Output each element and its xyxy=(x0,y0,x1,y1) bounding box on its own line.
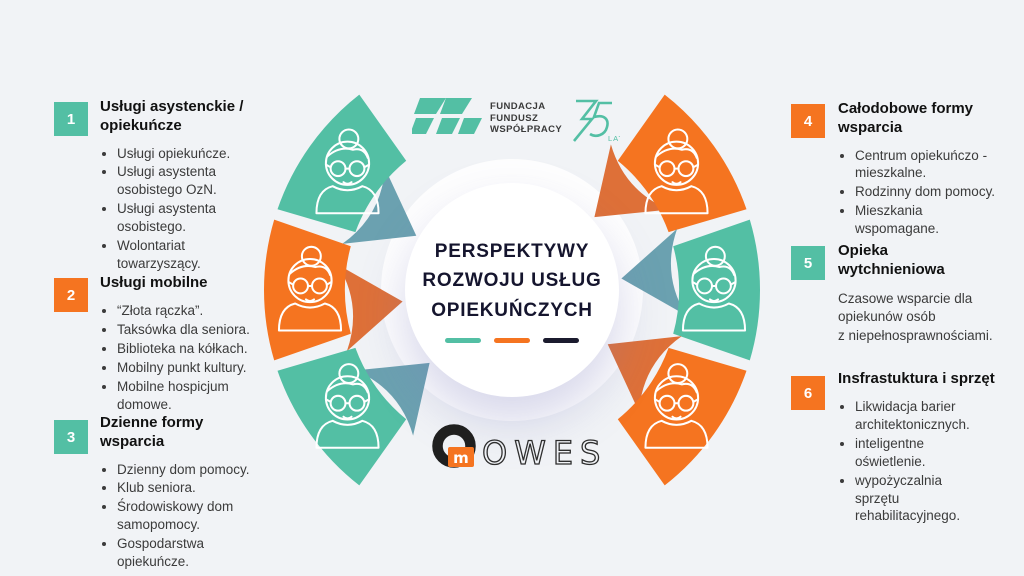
petal-middle-right-arrow xyxy=(621,228,687,316)
petal-top-left-arrow xyxy=(342,168,417,244)
list-item: Mieszkania wspomagane. xyxy=(855,202,1000,238)
section-5-badge: 5 xyxy=(791,246,825,280)
list-item: wypożyczalnia sprzętu rehabilitacyjnego. xyxy=(855,472,990,526)
dash-orange xyxy=(494,338,530,344)
petal-bottom-right-arrow xyxy=(607,336,682,412)
section-6-title: Insfrastuktura i sprzęt xyxy=(838,370,995,387)
section-5-title: Opieka wytchnieniowa xyxy=(838,242,945,278)
lat-label: LAT xyxy=(608,134,620,143)
section-1-number: 1 xyxy=(66,110,76,128)
petal-bottom-right xyxy=(607,336,747,486)
list-item: Gospodarstwa opiekuńcze. xyxy=(117,535,265,571)
list-item: Biblioteka na kółkach. xyxy=(117,340,260,358)
ffw-logo: FUNDACJA FUNDUSZ WSPÓŁPRACY LAT xyxy=(412,96,620,144)
ffw-line-3: WSPÓŁPRACY xyxy=(490,124,563,136)
ffw-bolts-icon xyxy=(412,98,482,134)
section-6: Insfrastuktura i sprzęt Likwidacja barie… xyxy=(838,370,1018,526)
section-2-badge: 2 xyxy=(54,278,88,312)
list-item: Środowiskowy dom samopomocy. xyxy=(117,498,265,534)
petal-top-right xyxy=(594,94,747,233)
section-3: Dzienne formy wsparcia Dzienny dom pomoc… xyxy=(100,414,265,572)
petal-bottom-left xyxy=(277,347,430,486)
section-5-paragraph: Czasowe wsparcie dla opiekunów osób z ni… xyxy=(838,290,993,344)
ffw-line-2: FUNDUSZ xyxy=(490,112,539,124)
dash-dark xyxy=(543,338,579,344)
section-3-badge: 3 xyxy=(54,420,88,454)
center-circle: PERSPEKTYWY ROZWOJU USŁUG OPIEKUŃCZYCH xyxy=(405,183,619,397)
section-4-list: Centrum opiekuńczo - mieszkalne. Rodzinn… xyxy=(838,147,1000,239)
section-1-badge: 1 xyxy=(54,102,88,136)
owes-logo: m OWES xyxy=(424,420,639,481)
petal-top-left xyxy=(277,94,417,244)
section-3-title: Dzienne formy wsparcia xyxy=(100,414,204,450)
list-item: Mobilny punkt kultury. xyxy=(117,359,260,377)
list-item: Rodzinny dom pomocy. xyxy=(855,183,1000,201)
section-1-title: Usługi asystenckie / opiekuńcze xyxy=(100,98,244,134)
ffw-line-1: FUNDACJA xyxy=(490,101,546,112)
petal-top-right-arrow xyxy=(594,144,669,218)
owes-mark-square xyxy=(448,447,474,467)
section-2-list: “Złota rączka”. Taksówka dla seniora. Bi… xyxy=(100,302,260,414)
petal-bottom-right-fan xyxy=(617,347,747,486)
owes-mark-letter: m xyxy=(453,449,469,467)
petal-bottom-left-arrow xyxy=(355,362,430,436)
title-line-2: ROZWOJU USŁUG xyxy=(422,270,602,292)
section-2-number: 2 xyxy=(66,286,76,304)
list-item: Likwidacja barier architektonicznych. xyxy=(855,398,990,434)
list-item: Klub seniora. xyxy=(117,479,265,497)
section-5: Opieka wytchnieniowa Czasowe wsparcie dl… xyxy=(838,242,1010,346)
list-item: Centrum opiekuńczo - mieszkalne. xyxy=(855,147,1000,183)
petal-middle-right xyxy=(621,219,761,361)
list-item: Mobilne hospicjum domowe. xyxy=(117,378,260,414)
section-4: Całodobowe formy wsparcia Centrum opieku… xyxy=(838,100,1000,239)
list-item: Dzienny dom pomocy. xyxy=(117,461,265,479)
list-item: “Złota rączka”. xyxy=(117,302,260,320)
section-3-number: 3 xyxy=(66,428,76,446)
section-1: Usługi asystenckie / opiekuńcze Usługi o… xyxy=(100,98,290,274)
petal-middle-left xyxy=(263,219,403,361)
section-4-badge: 4 xyxy=(791,104,825,138)
section-4-title: Całodobowe formy wsparcia xyxy=(838,100,974,136)
section-4-number: 4 xyxy=(803,112,813,130)
petal-middle-left-arrow xyxy=(337,264,403,352)
section-2: Usługi mobilne “Złota rączka”. Taksówka … xyxy=(100,274,275,414)
list-item: Usługi asystenta osobistego OzN. xyxy=(117,163,252,199)
list-item: Usługi asystenta osobistego. xyxy=(117,200,252,236)
title-line-3: OPIEKUŃCZYCH xyxy=(431,299,593,321)
section-1-list: Usługi opiekuńcze. Usługi asystenta osob… xyxy=(100,145,252,274)
page-title: PERSPEKTYWY ROZWOJU USŁUG OPIEKUŃCZYCH xyxy=(405,237,619,325)
section-6-list: Likwidacja barier architektonicznych. in… xyxy=(838,398,990,526)
petal-bottom-left-fan xyxy=(277,347,407,486)
title-dashes xyxy=(405,338,619,344)
list-item: inteligentne oświetlenie. xyxy=(855,435,990,471)
list-item: Usługi opiekuńcze. xyxy=(117,145,252,163)
section-6-badge: 6 xyxy=(791,376,825,410)
owes-wordmark: OWES xyxy=(482,434,607,472)
list-item: Wolontariat towarzyszący. xyxy=(117,237,252,273)
section-2-title: Usługi mobilne xyxy=(100,274,208,291)
section-5-number: 5 xyxy=(803,254,813,272)
section-6-number: 6 xyxy=(803,384,813,402)
section-3-list: Dzienny dom pomocy. Klub seniora. Środow… xyxy=(100,461,265,572)
title-line-1: PERSPEKTYWY xyxy=(434,241,590,262)
dash-teal xyxy=(445,338,481,344)
ffw-logo-text: FUNDACJA FUNDUSZ WSPÓŁPRACY xyxy=(490,101,562,136)
list-item: Taksówka dla seniora. xyxy=(117,321,260,339)
anniversary-35-lat-icon: LAT xyxy=(573,99,620,143)
